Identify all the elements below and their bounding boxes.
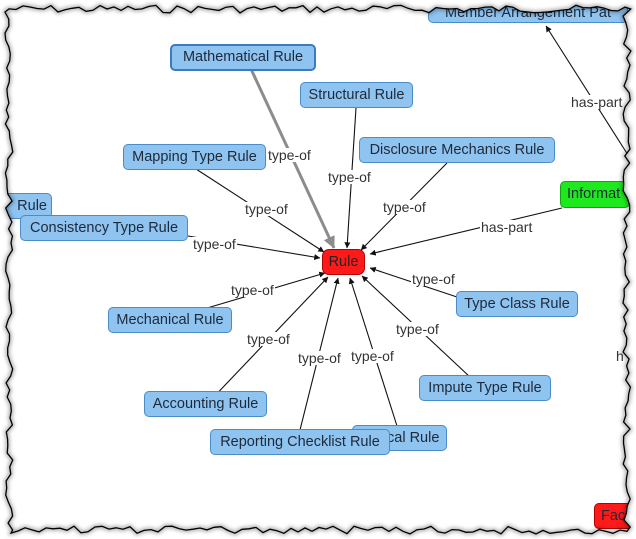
edge-label-type-class: type-of	[411, 271, 456, 287]
node-mapping-type-rule[interactable]: Mapping Type Rule	[123, 144, 266, 170]
edge-label-structural: type-of	[327, 169, 372, 185]
node-information[interactable]: Informat	[560, 181, 630, 208]
node-rule-left[interactable]: Rule	[4, 193, 52, 219]
edge-label-mathematical: type-of	[267, 147, 312, 163]
node-structural-rule[interactable]: Structural Rule	[300, 82, 413, 108]
edge-label-consistency-type: type-of	[192, 236, 237, 252]
edge-label-disclosure-mechanics: type-of	[382, 199, 427, 215]
node-accounting-rule[interactable]: Accounting Rule	[144, 391, 267, 417]
edge-member-arrangement-has-part	[545, 25, 629, 156]
edge-label-information: has-part	[480, 219, 534, 235]
edge-label-member-arrangement: has-part	[570, 94, 624, 110]
edge-label-accounting: type-of	[246, 331, 291, 347]
edge-label-right-cut: h	[616, 348, 624, 364]
node-consistency-type-rule[interactable]: Consistency Type Rule	[20, 215, 188, 241]
node-type-class-rule[interactable]: Type Class Rule	[456, 291, 578, 317]
node-rule-focus[interactable]: Rule	[322, 249, 365, 275]
node-mathematical-rule[interactable]: Mathematical Rule	[170, 44, 316, 71]
edge-label-logical: type-of	[350, 348, 395, 364]
edge-label-reporting-checklist: type-of	[297, 350, 342, 366]
edge-information-has-part	[369, 207, 563, 256]
node-disclosure-mechanics-rule[interactable]: Disclosure Mechanics Rule	[359, 137, 555, 163]
edge-label-mechanical: type-of	[230, 282, 275, 298]
edge-label-mapping-type: type-of	[244, 201, 289, 217]
node-reporting-checklist-rule[interactable]: Reporting Checklist Rule	[210, 429, 390, 455]
node-impute-type-rule[interactable]: Impute Type Rule	[419, 375, 551, 401]
edge-label-impute-type: type-of	[395, 321, 440, 337]
node-mechanical-rule[interactable]: Mechanical Rule	[108, 307, 232, 333]
